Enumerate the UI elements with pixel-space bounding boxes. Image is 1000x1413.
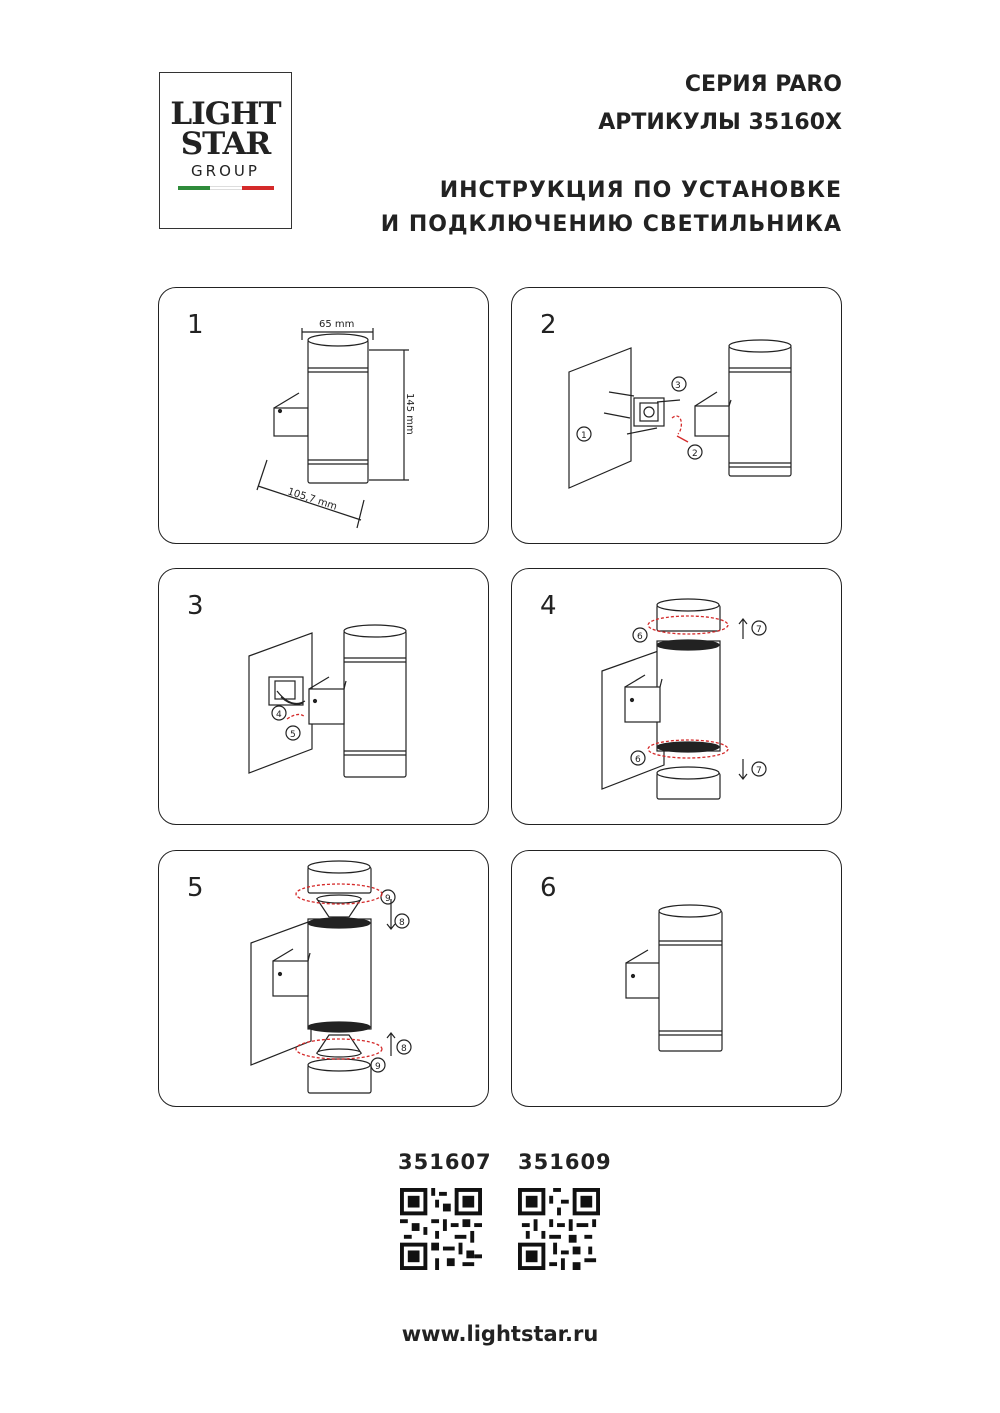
title-line-1: ИНСТРУКЦИЯ ПО УСТАНОВКЕ: [439, 178, 842, 203]
step-2-mounting-drawing: 3 1 2: [568, 339, 792, 489]
logo-line-group: GROUP: [191, 162, 260, 180]
step-number: 4: [540, 591, 557, 621]
brand-logo: LIGHT STAR GROUP: [159, 72, 292, 229]
dim-height-label: 145 mm: [404, 393, 415, 435]
step-number: 2: [540, 310, 557, 340]
callout-7-top: 7: [756, 625, 762, 635]
step-panel-4: 4 6 7 6: [511, 568, 842, 825]
article-code-right: 351609: [518, 1150, 612, 1174]
step-panel-5: 5: [158, 850, 489, 1107]
qr-code-icon: [518, 1188, 600, 1270]
step-3-wiring-drawing: 4 5: [248, 624, 407, 778]
step-number: 6: [540, 873, 557, 903]
step-panel-2: 2 3 1 2: [511, 287, 842, 544]
step-number: 3: [187, 591, 204, 621]
step-number: 5: [187, 873, 204, 903]
step-4-rings-drawing: 6 7 6 7: [601, 598, 767, 800]
callout-5: 5: [290, 730, 296, 740]
step-5-lamps-drawing: 9 8 8 9: [250, 860, 412, 1094]
callout-8-bottom: 8: [401, 1044, 407, 1054]
step-panel-3: 3 4 5: [158, 568, 489, 825]
callout-3: 3: [675, 381, 681, 391]
dim-depth-label: 105,7 mm: [286, 486, 338, 512]
article-code-left: 351607: [398, 1150, 492, 1174]
step-panel-1: 1 65 mm 145 mm 105,7 mm: [158, 287, 489, 544]
callout-9-top: 9: [385, 894, 391, 904]
callout-6-bottom: 6: [635, 755, 641, 765]
callout-1: 1: [581, 431, 587, 441]
callout-6-top: 6: [637, 632, 643, 642]
qr-code-icon: [400, 1188, 482, 1270]
italian-flag-stripe: [177, 186, 274, 190]
website-link[interactable]: www.lightstar.ru: [401, 1322, 599, 1346]
logo-line-light: LIGHT: [170, 96, 281, 132]
dim-width-label: 65 mm: [319, 319, 354, 330]
step-number: 1: [187, 310, 204, 340]
logo-line-star: STAR: [180, 126, 272, 162]
step-panel-6: 6: [511, 850, 842, 1107]
callout-9-bottom: 9: [375, 1062, 381, 1072]
series-label: СЕРИЯ PARO: [684, 72, 842, 97]
title-line-2: И ПОДКЛЮЧЕНИЮ СВЕТИЛЬНИКА: [380, 212, 842, 237]
step-1-dimensions-drawing: 65 mm 145 mm 105,7 mm: [256, 319, 415, 529]
callout-7-bottom: 7: [756, 766, 762, 776]
callout-8-top: 8: [399, 918, 405, 928]
callout-2: 2: [692, 449, 698, 459]
callout-4: 4: [276, 710, 282, 720]
articles-label: АРТИКУЛЫ 35160X: [598, 110, 842, 135]
step-6-assembled-drawing: [625, 904, 723, 1052]
